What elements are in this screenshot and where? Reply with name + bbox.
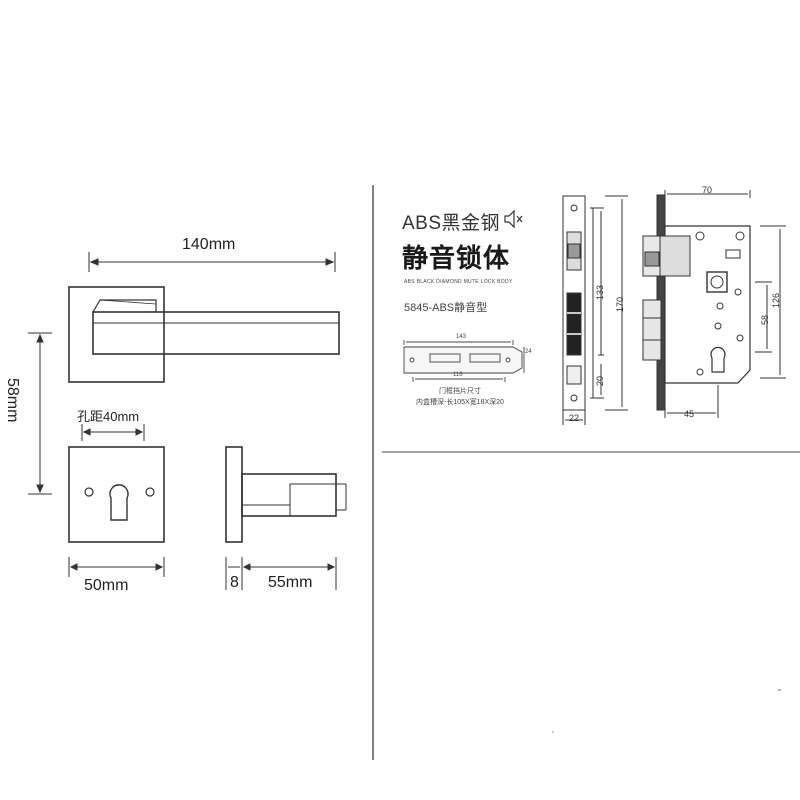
dim-line-hole-distance [81,424,145,441]
strike-dim-116: 116 [453,372,463,378]
lockbody-model: 5845-ABS静音型 [404,302,488,314]
dim-8-label: 8 [230,574,239,591]
hole-distance-label: 孔距40mm [77,409,140,424]
dim-55-label: 55mm [268,574,313,591]
dim-line-50 [68,557,165,577]
dim-line-140 [88,252,336,272]
lockbody-title-line2: 静音锁体 [402,243,511,273]
strike-dim-143: 143 [456,334,467,340]
dim-line-58 [28,332,52,495]
handle-side-view [225,446,347,543]
body-dim-45: 45 [684,409,695,419]
handle-front-view [68,286,340,383]
strike-dim-24: 24 [525,349,532,355]
strike-caption-1: 门框挡片尺寸 [439,388,481,395]
body-dim-126: 126 [771,292,781,308]
lockbody-subtitle-en: ABS BLACK DIAMOND MUTE LOCK BODY [404,279,513,285]
lock-body [642,190,786,418]
escutcheon-rose [68,446,165,543]
body-dim-58: 58 [760,314,770,325]
faceplate-dim-20: 20 [595,375,605,386]
strike-caption-2: 内盒槽深-长105X宽18X深20 [416,399,504,406]
strike-plate [403,340,525,382]
faceplate-dim-170: 170 [615,296,625,312]
dim-50-label: 50mm [84,577,129,594]
faceplate-dim-22: 22 [569,413,580,423]
dim-140-label: 140mm [182,236,236,253]
lockbody-title-line1: ABS黑金钢 [402,213,501,234]
lock-faceplate [562,195,628,425]
body-dim-70: 70 [702,185,713,195]
dim-line-side [225,557,337,590]
faceplate-dim-133: 133 [595,284,605,300]
